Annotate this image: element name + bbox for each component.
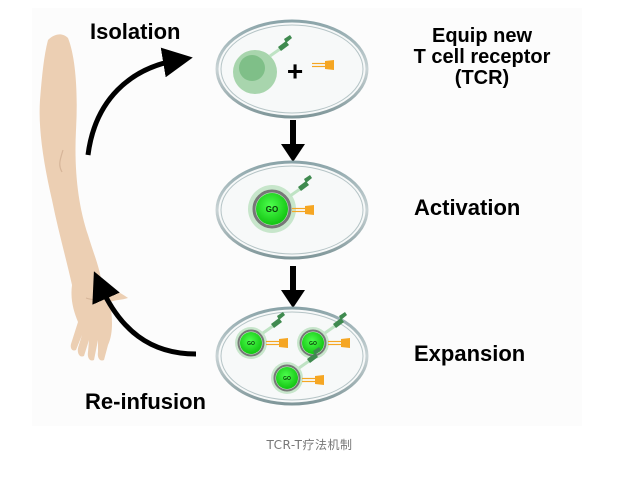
expanded-t-cell: GO (270, 345, 325, 395)
go-badge: GO (247, 341, 255, 347)
go-badge: GO (283, 376, 291, 382)
label-activation: Activation (414, 195, 521, 220)
label-isolation: Isolation (90, 19, 181, 44)
t-cell-unmodified (233, 33, 294, 94)
label-expansion: Expansion (414, 341, 526, 366)
expanded-t-cell: GO (234, 310, 289, 360)
expanded-t-cell: GO (296, 310, 351, 360)
petri-dish-equip (215, 19, 369, 119)
activated-t-cell: GO (248, 173, 315, 233)
down-arrow-2 (281, 266, 305, 308)
go-badge: GO (309, 341, 317, 347)
reinfusion-arrow (92, 271, 197, 357)
petri-dish-expansion: GO GO GO (215, 306, 369, 406)
label-reinfusion: Re-infusion (85, 389, 206, 414)
petri-dish-activation: GO (215, 160, 369, 260)
go-badge: GO (266, 205, 278, 214)
isolation-arrow (85, 47, 193, 156)
down-arrow-1 (281, 120, 305, 162)
figure-caption: TCR-T疗法机制 (266, 438, 353, 452)
arm-shape (39, 34, 129, 361)
plus-icon: + (287, 55, 303, 86)
label-equip-line1: Equip new (432, 25, 532, 47)
label-equip-tcr: Equip new T cell receptor (TCR) (392, 26, 572, 89)
label-equip-line2: T cell receptor (413, 46, 551, 68)
label-equip-line3: (TCR) (454, 67, 510, 89)
